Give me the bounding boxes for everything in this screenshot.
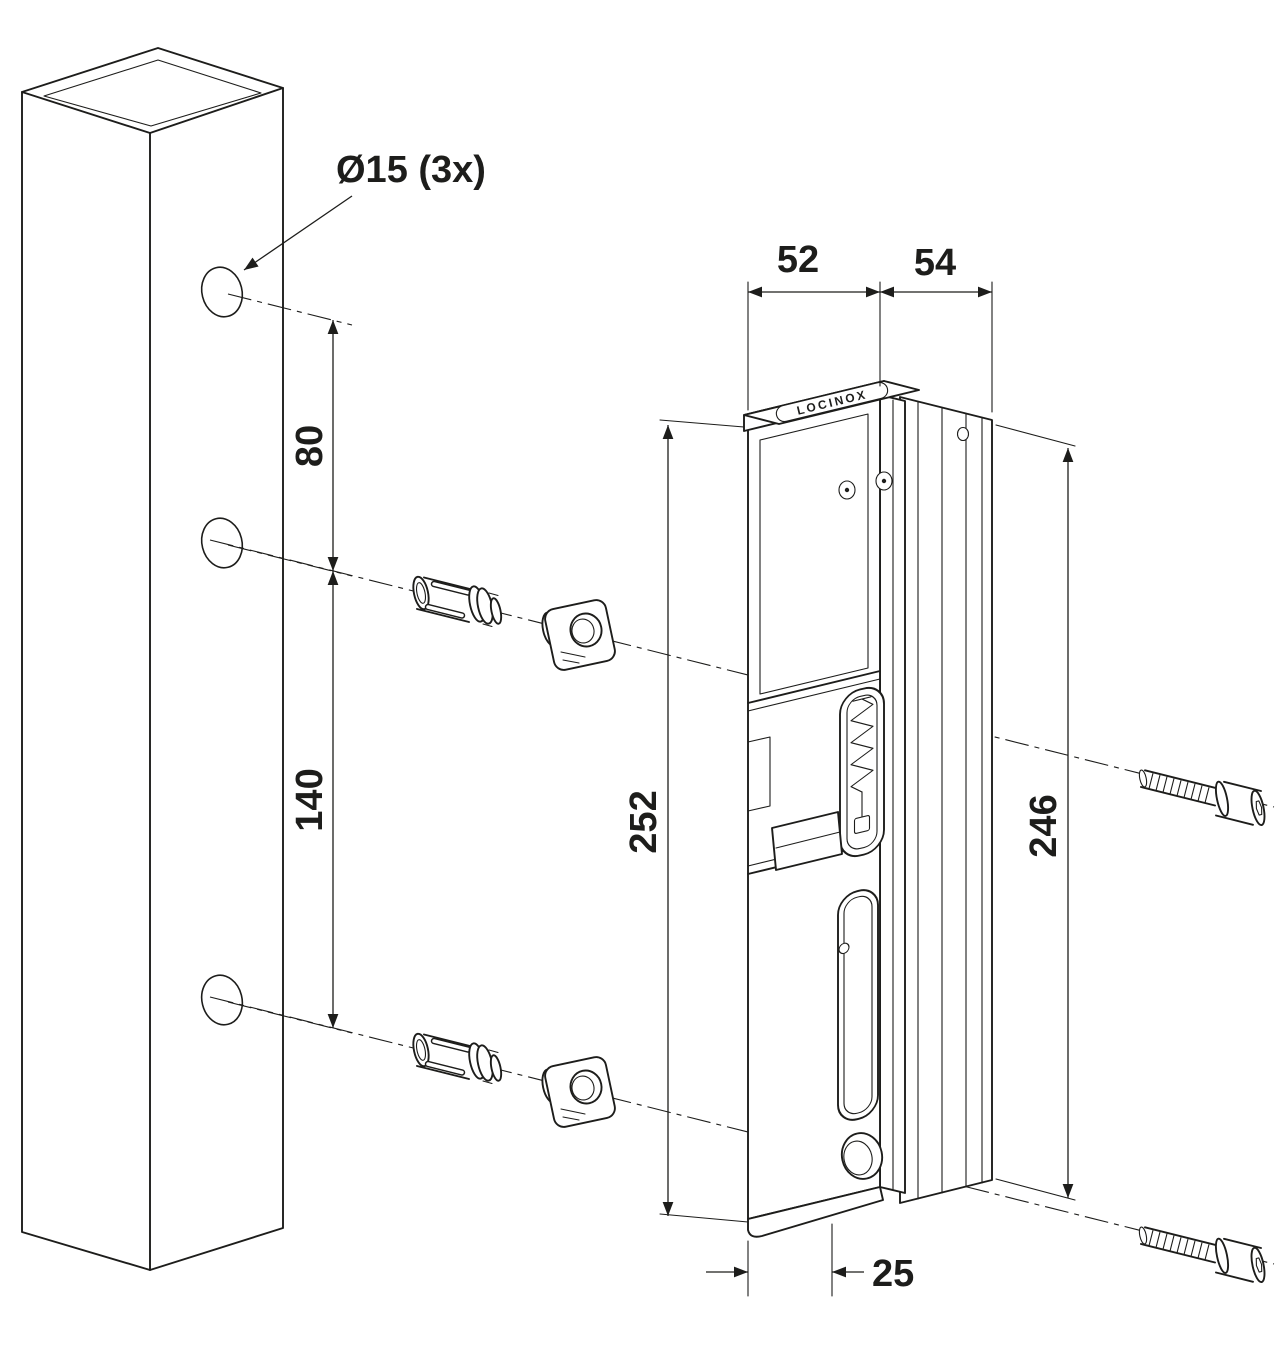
dimension-profile-height: 246 [995, 424, 1076, 1201]
socket-screw [1138, 769, 1266, 827]
dim-profile-height: 246 [1023, 794, 1065, 857]
dim-body-width: 52 [777, 239, 819, 281]
spring [850, 698, 874, 793]
dimension-body-height: 252 [623, 419, 749, 1223]
extension-hole-top [227, 293, 353, 326]
centerline-middle [209, 539, 1275, 808]
post-hole-top [200, 266, 244, 318]
dimension-hole-callout: Ø15 (3x) [243, 149, 486, 271]
square-fixing-nut [541, 599, 616, 671]
dim-spacing-upper: 80 [289, 425, 331, 467]
adjustment-slot [837, 889, 879, 1121]
hex-socket [1255, 800, 1263, 816]
dimension-hole-spacing: 80 140 [289, 320, 339, 1028]
extension-hole-bottom [227, 1001, 353, 1034]
dim-body-height: 252 [623, 790, 665, 853]
square-post [21, 47, 284, 1271]
dim-spacing-lower: 140 [289, 768, 331, 831]
keep-body [747, 394, 893, 1238]
dim-foot-depth: 25 [872, 1253, 914, 1295]
bottom-foot [747, 1186, 884, 1238]
latch-wedge [771, 811, 843, 871]
latch-mechanism [747, 686, 885, 871]
assembly-centerlines [209, 293, 1275, 1265]
hole-diameter-callout: Ø15 (3x) [336, 149, 486, 191]
fastener-set [412, 575, 1266, 827]
extension-hole-middle [227, 544, 353, 577]
keep-assembly: LOCINOX [743, 380, 993, 1238]
dimension-top: 52 54 [747, 239, 993, 413]
dimension-foot-depth: 25 [706, 1223, 914, 1297]
quick-fix-insert [412, 575, 503, 629]
centerline-bottom [209, 996, 1275, 1265]
cable-hole [840, 1132, 884, 1180]
profile-screw-hole [956, 426, 970, 442]
mounting-profile [899, 396, 993, 1204]
dim-profile-depth: 54 [914, 242, 956, 284]
